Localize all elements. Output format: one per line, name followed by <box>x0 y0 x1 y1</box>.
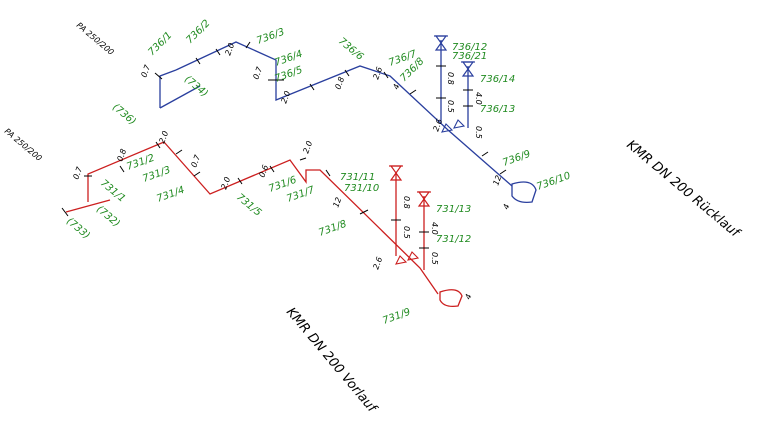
return-tick-marks <box>154 41 507 175</box>
return-pipe-network <box>159 40 513 187</box>
label-736-12: 736/12 <box>452 42 487 53</box>
label-731-13: 731/13 <box>436 204 471 215</box>
dim-r-6: 4 <box>391 83 401 91</box>
label-731-12: 731/12 <box>436 234 471 245</box>
dim-r-4: 0.8 <box>333 76 346 91</box>
return-branch-734 <box>159 85 201 109</box>
supply-tick-marks <box>61 141 429 249</box>
label-731-3: 731/3 <box>141 165 172 185</box>
dim-s-7: 12 <box>331 196 343 209</box>
dim-r-3: 2.0 <box>279 90 292 105</box>
label-731-4: 731/4 <box>155 185 186 205</box>
return-node-labels: 736/1 736/2 736/3 736/4 736/5 736/6 736/… <box>110 18 572 193</box>
dim-s-1: 0.8 <box>115 148 128 163</box>
supply-tee-icon <box>395 251 420 265</box>
label-736-10: 736/10 <box>535 170 572 192</box>
supply-branch-732 <box>87 141 165 202</box>
dim-s-5: 0.6 <box>257 164 270 179</box>
label-branch-736: (736) <box>110 102 138 128</box>
dim-s-9: 0.5 <box>402 226 411 239</box>
return-branch-736 <box>159 69 177 108</box>
dim-r-2: 0.7 <box>251 65 264 81</box>
label-731-10: 731/10 <box>344 183 379 194</box>
dim-r-10: 0.5 <box>474 126 483 139</box>
dim-s-11: 4.0 <box>430 222 439 235</box>
return-system-title: KMR DN 200 Rücklauf <box>623 138 743 242</box>
label-736-13: 736/13 <box>480 104 515 115</box>
label-731-1: 731/1 <box>98 178 127 205</box>
supply-valve-1-icon <box>389 165 403 181</box>
label-branch-732: (732) <box>94 204 122 230</box>
label-731-9: 731/9 <box>381 307 412 327</box>
dim-r-13: 4 <box>501 203 511 211</box>
dim-s-0: 0.7 <box>71 165 84 181</box>
dim-r-0: 0.7 <box>139 63 152 79</box>
supply-main-line <box>163 141 439 295</box>
supply-pipe-network <box>65 141 439 295</box>
dim-r-11: 4.0 <box>474 92 483 105</box>
return-end-cap-icon <box>511 181 537 204</box>
label-731-8: 731/8 <box>317 219 348 239</box>
supply-dimension-labels: 0.7 0.8 2.0 0.7 2.0 0.6 2.0 12 0.8 0.5 2… <box>71 130 473 301</box>
supply-pa-tag: PA 250/200 <box>3 127 44 163</box>
dim-r-8: 0.5 <box>446 100 455 113</box>
dim-s-13: 4 <box>463 293 473 301</box>
label-736-6: 736/6 <box>336 36 365 63</box>
dim-r-9: 2.6 <box>431 118 444 133</box>
return-pa-tag: PA 250/200 <box>75 21 116 57</box>
label-731-5: 731/5 <box>234 192 263 219</box>
supply-valve-2-icon <box>417 191 431 207</box>
label-branch-733: (733) <box>64 216 92 242</box>
label-736-1: 736/1 <box>146 30 174 58</box>
dim-s-10: 2.6 <box>371 256 384 271</box>
return-dimension-labels: 0.7 2.0 0.7 2.0 0.8 2.6 4 0.8 0.5 2.6 0.… <box>139 42 511 211</box>
return-valve-1-icon <box>434 35 448 51</box>
label-branch-734: (734) <box>182 74 210 100</box>
dim-s-8: 0.8 <box>402 196 411 209</box>
dim-s-3: 0.7 <box>189 153 202 169</box>
supply-node-labels: 731/1 731/2 731/3 731/4 731/5 731/6 731/… <box>64 153 471 327</box>
label-736-3: 736/3 <box>255 27 286 47</box>
return-valve-2-icon <box>461 61 475 77</box>
label-736-2: 736/2 <box>184 18 212 46</box>
dim-s-6: 2.0 <box>301 140 314 155</box>
dim-r-1: 2.0 <box>223 42 236 57</box>
label-736-14: 736/14 <box>480 74 515 85</box>
dim-s-2: 2.0 <box>157 130 170 145</box>
label-731-11: 731/11 <box>340 172 375 183</box>
supply-branch-733 <box>65 199 111 213</box>
supply-end-cap-icon <box>439 289 463 308</box>
return-tee-icon <box>441 119 466 133</box>
label-736-9: 736/9 <box>501 149 532 169</box>
dim-r-5: 2.6 <box>371 66 384 81</box>
dim-s-12: 0.5 <box>430 252 439 265</box>
supply-system-title: KMR DN 200 Vorlauf <box>283 305 381 417</box>
label-736-21: 736/21 <box>452 51 487 62</box>
dim-r-12: 12 <box>491 174 503 187</box>
dim-s-4: 2.0 <box>219 176 232 191</box>
dim-r-7: 0.8 <box>446 72 455 85</box>
return-main-line <box>175 41 513 187</box>
